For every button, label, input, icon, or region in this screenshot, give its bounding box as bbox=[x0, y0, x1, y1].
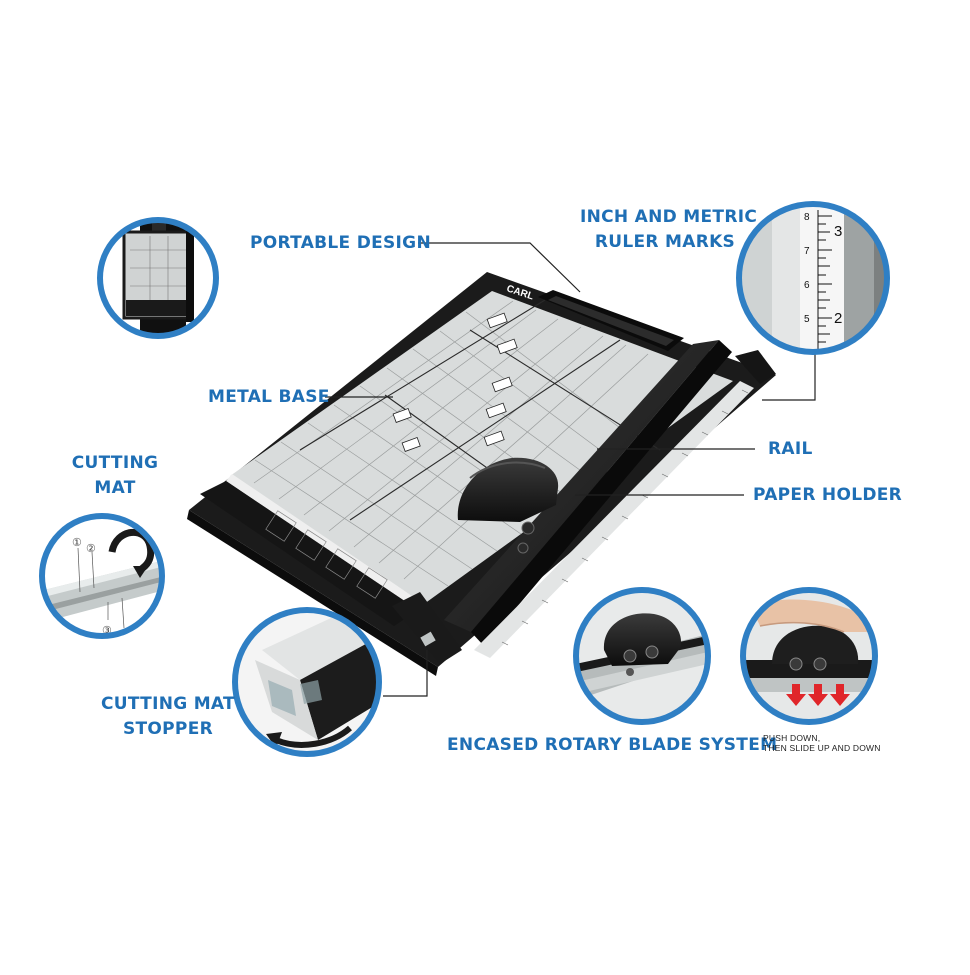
label-inch-metric-line1: INCH AND METRIC bbox=[580, 207, 758, 227]
label-portable-design: PORTABLE DESIGN bbox=[250, 233, 431, 253]
ruler-inch-2: 2 bbox=[834, 310, 842, 327]
blade-housing bbox=[457, 457, 559, 554]
mat-callout-2: ② bbox=[86, 543, 96, 555]
label-cutting-mat-stopper: CUTTING MAT STOPPER bbox=[98, 692, 238, 742]
label-cutting-mat: CUTTING MAT bbox=[60, 451, 170, 501]
push-down-arrows bbox=[786, 684, 850, 706]
mat-stopper bbox=[392, 592, 462, 664]
base-grid bbox=[253, 300, 649, 587]
label-paper-holder: PAPER HOLDER bbox=[753, 485, 903, 505]
detail-circle-stopper bbox=[232, 607, 382, 757]
label-encased-rotary-blade: ENCASED ROTARY BLADE SYSTEM bbox=[447, 735, 778, 755]
label-metal-base: METAL BASE bbox=[208, 387, 330, 407]
label-inch-metric-line2: RULER MARKS bbox=[594, 232, 736, 252]
detail-circle-portable bbox=[97, 217, 219, 339]
push-line1: PUSH DOWN, bbox=[763, 733, 821, 743]
label-rail: RAIL bbox=[768, 439, 813, 459]
detail-circle-blade bbox=[573, 587, 711, 725]
mat-callout-1: ① bbox=[72, 537, 82, 549]
ruler-cm-7: 7 bbox=[804, 246, 810, 257]
paper-cutter: CARL bbox=[187, 272, 776, 676]
push-line2: THEN SLIDE UP AND DOWN bbox=[763, 743, 881, 753]
ruler-cm-5: 5 bbox=[804, 314, 810, 325]
instruction-panel bbox=[200, 481, 418, 626]
detail-circle-push-down bbox=[740, 587, 878, 725]
label-cutting-mat-line1: CUTTING bbox=[71, 453, 159, 473]
ruler-cm-6: 6 bbox=[804, 280, 810, 291]
label-cutting-mat-line2: MAT bbox=[94, 478, 136, 498]
ruler-cm-8: 8 bbox=[804, 212, 810, 223]
label-stopper-line2: STOPPER bbox=[122, 719, 213, 739]
label-stopper-line1: CUTTING MAT bbox=[101, 694, 235, 714]
detail-circle-ruler: 8 7 6 5 3 2 bbox=[736, 201, 890, 355]
leader-lines bbox=[325, 242, 816, 697]
ruler-inch-3: 3 bbox=[834, 223, 842, 240]
label-inch-metric: INCH AND METRIC RULER MARKS bbox=[580, 205, 758, 255]
push-down-instruction: PUSH DOWN, THEN SLIDE UP AND DOWN bbox=[763, 733, 881, 753]
side-ruler bbox=[474, 381, 754, 658]
rail bbox=[444, 340, 719, 632]
mat-callout-3: ③ bbox=[102, 625, 112, 637]
detail-circle-cutting-mat: ① ② ③ ④ bbox=[39, 513, 165, 639]
